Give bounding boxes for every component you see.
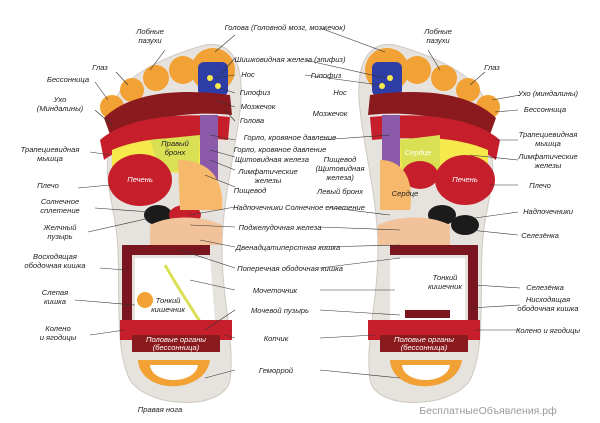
svg-text:кишечник: кишечник xyxy=(428,282,462,291)
label-solar-right: Солнечное сплетение xyxy=(285,203,365,212)
label-gallbladder: Желчный xyxy=(43,223,78,232)
left-toe-2 xyxy=(169,56,197,84)
label-descending-colon: Нисходящая xyxy=(526,295,570,304)
label-thyroid: Щитовидная железа xyxy=(235,155,309,164)
svg-text:железы: железы xyxy=(534,161,562,170)
left-toe-4 xyxy=(120,78,144,102)
label-eye-left: Глаз xyxy=(92,63,108,72)
svg-text:(бессонница): (бессонница) xyxy=(153,343,200,352)
label-knee-left: Колено xyxy=(45,324,70,333)
label-esophagus-right: Пищевод xyxy=(324,155,357,164)
watermark: БесплатныеОбъявления.рф xyxy=(419,405,557,417)
label-eye-right: Глаз xyxy=(484,63,500,72)
svg-text:пузырь: пузырь xyxy=(47,232,72,241)
label-head: Голова (Головной мозг, мозжечок) xyxy=(225,23,346,32)
label-cecum: Слепая xyxy=(42,288,68,297)
label-pineal: Шишковидная железа (эпифиз) xyxy=(235,55,346,64)
label-genitals-right: Половые органы xyxy=(394,335,454,344)
svg-text:и ягодицы: и ягодицы xyxy=(40,333,77,342)
label-hemorrhoids: Геморрой xyxy=(259,366,294,375)
label-bladder: Мочевой пузырь xyxy=(251,306,309,315)
label-left-bronchus: Левый бронх xyxy=(316,187,364,196)
svg-text:кишечник: кишечник xyxy=(151,305,185,314)
svg-text:ободочная кишка: ободочная кишка xyxy=(517,304,578,313)
label-lymph-right: Лимфатические xyxy=(517,152,578,161)
svg-text:мышца: мышца xyxy=(535,139,561,148)
label-heart: Сердце xyxy=(405,148,432,157)
label-trapezius-left: Трапециевидная xyxy=(21,145,80,154)
label-pituitary-right: Гипофиз xyxy=(311,71,342,80)
svg-text:кишка: кишка xyxy=(44,297,66,306)
label-nose-center: Нос xyxy=(241,70,255,79)
label-insomnia-right: Бессонница xyxy=(524,105,566,114)
left-trapezius-zone xyxy=(100,115,230,160)
label-throat-right: Горло, кровяное давление xyxy=(244,133,337,142)
svg-text:ободочная кишка: ободочная кишка xyxy=(24,261,85,270)
label-solar-left: Солнечное xyxy=(41,197,79,206)
label-ear-left: Ухо xyxy=(53,95,67,104)
label-head-short: Голова xyxy=(240,116,264,125)
label-ascending-colon: Восходящая xyxy=(33,252,77,261)
label-pancreas: Поджелудочная железа xyxy=(239,223,322,232)
label-genitals-left: Половые органы xyxy=(146,335,206,344)
label-duodenum: Двенадцатиперстная кишка xyxy=(235,243,340,252)
label-coccyx: Копчик xyxy=(264,334,289,343)
left-pituitary-zone xyxy=(198,62,228,96)
label-cerebellum-right: Мозжечок xyxy=(313,109,348,118)
label-transverse-colon: Поперечная ободочная кишка xyxy=(237,264,343,273)
svg-text:мышца: мышца xyxy=(37,154,63,163)
svg-text:(бессонница): (бессонница) xyxy=(401,343,448,352)
label-liver-right: Печень xyxy=(452,175,478,184)
svg-text:железы: железы xyxy=(254,176,282,185)
label-knee-right: Колено и ягодицы xyxy=(516,326,581,335)
label-ureter: Мочеточник xyxy=(253,286,298,295)
svg-text:пазухи: пазухи xyxy=(138,36,162,45)
label-small-intestine-left: Тонкий xyxy=(156,296,182,305)
svg-text:пазухи: пазухи xyxy=(426,36,450,45)
label-nose-right: Нос xyxy=(333,88,347,97)
svg-text:железа): железа) xyxy=(325,173,354,182)
label-liver-left: Печень xyxy=(127,175,153,184)
label-spleen: Селезёнка xyxy=(521,231,559,240)
label-right-bronchus: Правый xyxy=(161,139,190,148)
label-heart2: Сердце xyxy=(392,189,419,198)
left-colon-zone xyxy=(122,245,210,320)
label-cerebellum-center: Мозжечок xyxy=(241,102,276,111)
label-throat-left: Горло, кровяное давление xyxy=(234,145,327,154)
label-spleen2: Селезёнка xyxy=(526,283,564,292)
svg-text:сплетение: сплетение xyxy=(40,206,80,215)
left-eye-ear-band xyxy=(104,91,232,140)
labels: Лобные пазухи Глаз Бессонница Ухо (Минда… xyxy=(21,23,581,417)
label-ear-right: Ухо (миндалины) xyxy=(517,89,579,98)
label-trapezius-right: Трапециевидная xyxy=(519,130,578,139)
svg-text:(Щитовидная: (Щитовидная xyxy=(315,164,364,173)
label-esophagus-left: Пищевод xyxy=(234,186,267,195)
label-shoulder-left: Плечо xyxy=(37,181,59,190)
label-adrenal-right: Надпочечники xyxy=(523,207,574,216)
leader-lines xyxy=(74,27,521,379)
svg-text:(Миндалины): (Миндалины) xyxy=(37,104,84,113)
label-frontal-sinuses-left: Лобные xyxy=(135,27,164,36)
label-right-leg: Правая нога xyxy=(138,405,182,414)
label-small-intestine-right: Тонкий xyxy=(433,273,459,282)
label-pituitary-center: Гипофиз xyxy=(240,88,271,97)
svg-text:бронх: бронх xyxy=(165,148,187,157)
left-liver-zone xyxy=(108,154,172,206)
left-throat-zone xyxy=(200,115,218,180)
label-lymph-left: Лимфатические xyxy=(237,167,298,176)
label-shoulder-right: Плечо xyxy=(529,181,551,190)
right-foot xyxy=(358,43,500,403)
label-frontal-sinuses-right: Лобные xyxy=(423,27,452,36)
left-toe-3 xyxy=(143,65,169,91)
label-adrenal-left: Надпочечники xyxy=(233,203,284,212)
left-foot xyxy=(100,43,242,403)
label-insomnia-left: Бессонница xyxy=(47,75,89,84)
